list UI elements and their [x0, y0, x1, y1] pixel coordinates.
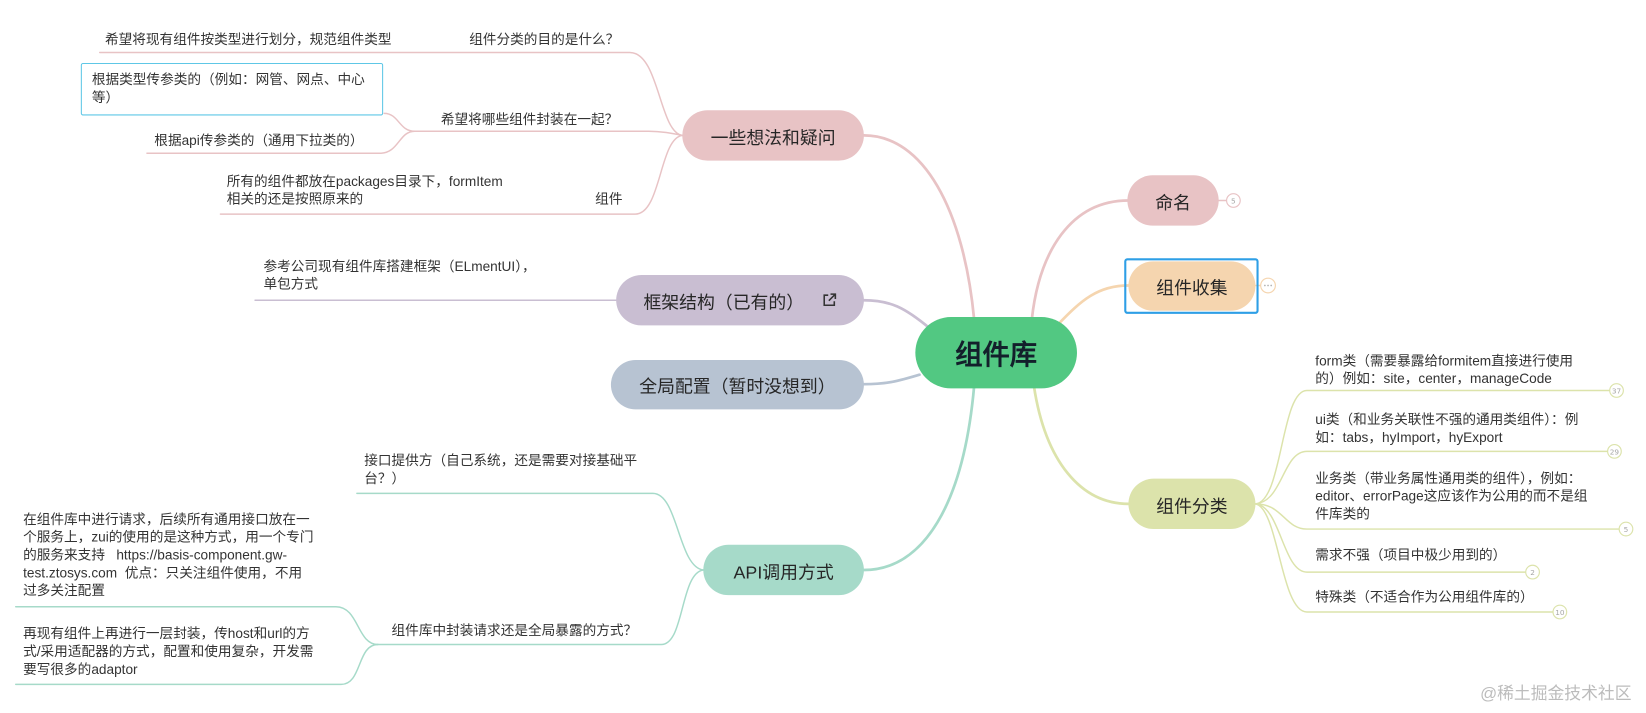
topic-ideas-and-questions[interactable]: 一些想法和疑问 — [682, 110, 864, 161]
low-demand-count: 2 — [1530, 568, 1535, 577]
connector-api-wrapping — [377, 569, 705, 646]
toggle-dot — [1270, 284, 1273, 287]
toggle-dot — [1267, 284, 1269, 287]
connector-wrapping-existing — [15, 643, 379, 686]
connector-class-ui — [1254, 450, 1608, 505]
subtopic-request-in-library[interactable]: 在组件库中进行请求，后续所有通用接口放在一 个服务上，zui的使用的是这种方式，… — [23, 510, 314, 598]
subtopic-wrap-existing-components[interactable]: 再现有组件上再进行一层封装，传host和url的方 式/采用适配器的方式，配置和… — [23, 625, 314, 677]
topic-label: 命名 — [1155, 192, 1191, 213]
form-type-count-badge[interactable]: 37 — [1609, 383, 1624, 398]
badge-ring — [1525, 564, 1540, 580]
naming-count-badge[interactable]: 5 — [1225, 193, 1241, 208]
form-type-count: 37 — [1612, 387, 1622, 396]
connector-class-business — [1254, 503, 1620, 530]
topic-label: API调用方式 — [733, 562, 834, 583]
business-type-count: 5 — [1624, 525, 1629, 534]
topic-label: 框架结构（已有的） — [643, 292, 805, 313]
connector-class-form — [1254, 389, 1610, 505]
naming-count: 5 — [1231, 197, 1236, 206]
connector-wrap-by-api — [146, 130, 416, 154]
connector-root-collection — [1056, 284, 1130, 326]
subtopic-packages-directory[interactable]: 所有的组件都放在packages目录下，formItem 相关的还是按照原来的 — [226, 172, 503, 207]
central-topic-component-library[interactable]: 组件库 — [915, 317, 1077, 389]
subtopic-classify-existing-components[interactable]: 希望将现有组件按类型进行划分，规范组件类型 — [104, 30, 392, 47]
subtopic-pass-params-by-type-selected[interactable]: 根据类型传参类的（例如：网管、网点、中心 等） — [80, 62, 384, 116]
subtopic-pass-params-by-api[interactable]: 根据api传参类的（通用下拉类的） — [154, 131, 364, 148]
topic-label: 一些想法和疑问 — [710, 127, 836, 148]
connector-ideas-components — [219, 134, 684, 215]
connector-wrap-by-type — [383, 112, 416, 132]
connector-class-special — [1254, 503, 1554, 613]
connector-ideas-purpose — [98, 51, 684, 137]
external-link-icon[interactable] — [822, 293, 837, 308]
badge-ring — [1609, 383, 1624, 398]
badge-ring — [1607, 443, 1622, 459]
topic-component-classification[interactable]: 组件分类 — [1128, 478, 1256, 530]
watermark: @稀土掘金技术社区 — [1480, 685, 1632, 704]
topic-label: 组件收集 — [1156, 278, 1228, 299]
special-type-count: 10 — [1555, 608, 1565, 617]
subtopic-low-demand[interactable]: 需求不强（项目中极少用到的） — [1315, 546, 1507, 563]
connector-root-ideas — [862, 134, 976, 321]
connector-root-api — [862, 384, 976, 572]
subtopic-business-type[interactable]: 业务类（带业务属性通用类的组件），例如： editor、errorPage这应该… — [1315, 469, 1588, 522]
collapse-toggle-icon[interactable] — [1260, 277, 1276, 294]
connector-root-framework — [862, 298, 932, 330]
topic-framework-structure[interactable]: 框架结构（已有的） — [616, 275, 864, 326]
topic-global-config[interactable]: 全局配置（暂时没想到） — [610, 360, 864, 410]
subtopic-which-components-to-wrap[interactable]: 希望将哪些组件封装在一起？ — [440, 110, 619, 127]
business-type-count-badge[interactable]: 5 — [1618, 521, 1634, 537]
toggle-dot — [1264, 284, 1266, 287]
subtopic-ui-type[interactable]: ui类（和业务关联性不强的通用类组件）：例 如：tabs，hyImport，hy… — [1315, 410, 1579, 445]
topic-label: 组件分类 — [1156, 495, 1228, 516]
topic-label: 全局配置（暂时没想到） — [639, 376, 836, 397]
topic-api-call-method[interactable]: API调用方式 — [703, 544, 864, 596]
subtopic-classification-purpose[interactable]: 组件分类的目的是什么？ — [469, 30, 620, 47]
connector-wrapping-in-library — [15, 605, 379, 646]
subtopic-reference-elementui[interactable]: 参考公司现有组件库搭建框架（ELmentUI）， 单包方式 — [263, 257, 536, 292]
special-type-count-badge[interactable]: 10 — [1552, 604, 1568, 620]
subtopic-request-wrapping-question[interactable]: 组件库中封装请求还是全局暴露的方式？ — [391, 621, 638, 638]
connector-root-classification — [1032, 384, 1130, 506]
connector-api-provider — [356, 492, 705, 571]
badge-ring — [1225, 193, 1241, 208]
subtopic-pass-params-by-type: 根据类型传参类的（例如：网管、网点、中心 等） — [91, 71, 365, 105]
badge-ring — [1618, 521, 1634, 537]
subtopic-api-provider[interactable]: 接口提供方（自己系统，还是需要对接基础平 台？） — [364, 451, 638, 486]
connector-class-low-demand — [1254, 503, 1526, 573]
topic-naming[interactable]: 命名 — [1127, 175, 1219, 226]
connector-ideas-wrap — [413, 130, 684, 137]
subtopic-components[interactable]: 组件 — [595, 190, 623, 207]
topic-label: 组件库 — [955, 338, 1038, 371]
topic-component-collection[interactable]: 组件收集 — [1128, 261, 1256, 311]
badge-ring — [1552, 604, 1568, 620]
ui-type-count: 29 — [1610, 447, 1620, 456]
connector-root-naming — [1030, 199, 1130, 321]
ui-type-count-badge[interactable]: 29 — [1607, 443, 1622, 459]
connector-root-global-config — [862, 373, 921, 386]
subtopic-special-type[interactable]: 特殊类（不适合作为公用组件库的） — [1315, 588, 1534, 605]
subtopic-form-type[interactable]: form类（需要暴露给formitem直接进行使用 的）例如：site，cent… — [1315, 352, 1574, 386]
low-demand-count-badge[interactable]: 2 — [1525, 564, 1540, 580]
